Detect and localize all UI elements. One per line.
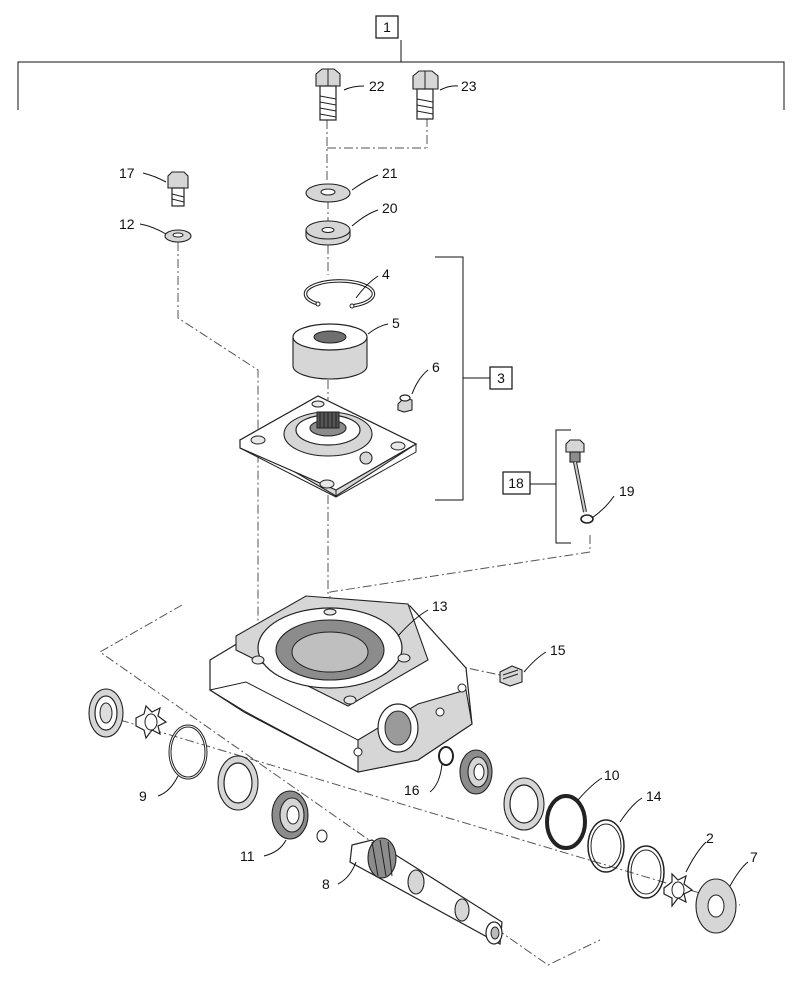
callout-4: 4 [382, 266, 390, 282]
callout-labels: 22 23 21 20 17 12 4 5 6 19 13 15 16 9 11… [119, 78, 758, 892]
callout-9: 9 [139, 788, 147, 804]
callout-7: 7 [750, 849, 758, 865]
callout-12: 12 [119, 216, 135, 232]
callout-16: 16 [404, 782, 420, 798]
bolt-23 [412, 70, 439, 120]
callout-21: 21 [382, 165, 398, 181]
bearing-cone-right [459, 749, 493, 795]
subassembly-bracket-3: 3 [435, 256, 513, 501]
subassembly-bracket-18: 18 [502, 429, 571, 544]
bearing-5 [292, 323, 368, 380]
gearbox-housing-13 [208, 595, 473, 773]
washer-7 [695, 878, 737, 934]
callout-5: 5 [392, 315, 400, 331]
seal-10 [545, 794, 587, 850]
callout-box-1 [375, 15, 399, 39]
shim-right [627, 845, 665, 899]
bearing-cup-right [503, 777, 545, 831]
o-ring-19 [580, 514, 594, 524]
callout-6: 6 [432, 359, 440, 375]
callout-13: 13 [432, 598, 448, 614]
plug-15 [499, 665, 523, 687]
bolt-17 [167, 171, 189, 207]
lock-plate-2 [663, 872, 694, 908]
callout-22: 22 [369, 78, 385, 94]
washer-20 [305, 220, 351, 246]
bearing-cup-left [217, 755, 259, 811]
callout-14: 14 [646, 788, 662, 804]
callout-11: 11 [240, 848, 255, 864]
callout-10: 10 [604, 767, 620, 783]
callout-box-18 [502, 471, 531, 495]
callout-8: 8 [322, 876, 330, 892]
callout-20: 20 [382, 200, 398, 216]
bearing-cone-11 [271, 790, 309, 840]
callout-17: 17 [119, 165, 135, 181]
grease-fitting-6 [397, 394, 413, 413]
lock-washer-12 [164, 229, 192, 243]
callout-1: 1 [383, 19, 391, 35]
snap-ring-4 [303, 279, 376, 309]
shim-14 [587, 819, 625, 873]
callout-3: 3 [497, 370, 505, 386]
pinion-shaft-8 [349, 837, 503, 945]
seal-left [88, 688, 124, 738]
dipstick-18 [565, 439, 587, 513]
callout-19: 19 [619, 483, 635, 499]
assembly-bracket-1: 1 [17, 15, 785, 110]
callout-2: 2 [706, 830, 714, 846]
lock-plate-left [135, 704, 168, 740]
snap-ring-9 [168, 724, 208, 780]
center-lines [99, 118, 741, 966]
washer-21 [305, 183, 351, 203]
bolt-22 [315, 68, 341, 121]
flange-housing-3 [238, 395, 418, 498]
callout-18: 18 [508, 475, 524, 491]
snap-ring-16 [438, 746, 454, 766]
callout-box-3 [489, 366, 513, 390]
o-ring-small [316, 829, 328, 843]
callout-15: 15 [550, 642, 566, 658]
callout-23: 23 [461, 78, 477, 94]
